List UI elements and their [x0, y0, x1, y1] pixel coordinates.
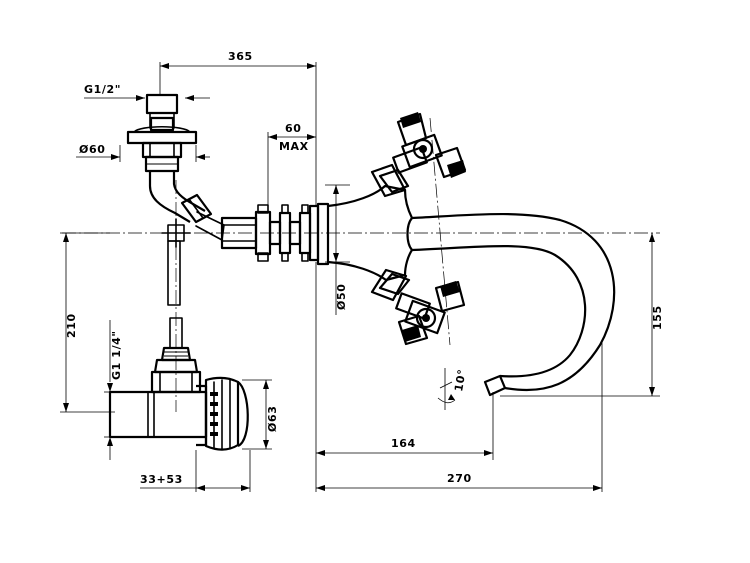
dim-365-label: 365	[228, 50, 253, 63]
dim-g12-label: G1/2"	[84, 83, 121, 96]
dimension-33-53: 33+53	[140, 450, 251, 492]
dimension-210: 210	[60, 232, 115, 413]
dimension-155: 155	[500, 233, 664, 397]
dimension-365: 365	[159, 50, 317, 205]
top-handle	[370, 112, 467, 198]
dim-164-label: 164	[391, 437, 416, 450]
dimension-o63: Ø63	[242, 379, 279, 450]
top-inlet-assembly	[126, 93, 198, 173]
dim-10deg-label: 10°	[452, 368, 469, 393]
dimension-270: 270	[316, 340, 603, 492]
dim-g114-label: G1 1/4"	[110, 330, 123, 380]
faucet-body	[327, 184, 616, 397]
dimension-164: 164	[315, 262, 494, 492]
bottom-handle	[370, 268, 466, 346]
dim-o50-label: Ø50	[335, 284, 348, 310]
dim-60-label: 60	[285, 122, 302, 135]
dim-270-label: 270	[447, 472, 472, 485]
handle-axis-line	[429, 117, 451, 346]
dim-max-label: MAX	[279, 140, 309, 153]
bent-connector-pipe	[148, 171, 225, 241]
dim-o63-label: Ø63	[266, 406, 279, 432]
dimension-g12: G1/2"	[84, 83, 210, 101]
dim-155-label: 155	[651, 305, 664, 330]
wall-mount-assembly	[220, 202, 330, 266]
dim-210-label: 210	[65, 313, 78, 338]
vertical-trap-assembly	[108, 218, 249, 451]
dimension-60-max: 60 MAX	[267, 122, 316, 212]
dimension-10-deg: 10°	[437, 368, 469, 410]
dimension-o60: Ø60	[76, 143, 210, 162]
dimension-g114: G1 1/4"	[104, 320, 123, 460]
dim-33-53-label: 33+53	[140, 473, 183, 486]
dim-o60-label: Ø60	[79, 143, 105, 156]
dimension-o50: Ø50	[325, 184, 350, 315]
